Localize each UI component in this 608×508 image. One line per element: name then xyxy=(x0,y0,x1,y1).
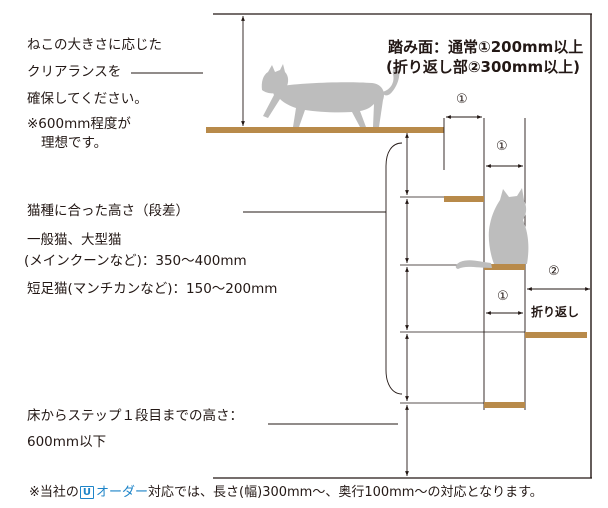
first-step-line1: 床からステップ１段目までの高さ： xyxy=(27,408,243,424)
height-general: 一般猫、大型猫 xyxy=(27,232,122,248)
step-shelf-1 xyxy=(444,196,484,202)
footnote-accent: オーダー xyxy=(96,485,149,500)
step-shelf-4 xyxy=(484,402,525,408)
walking-cat-icon xyxy=(261,64,400,127)
sitting-cat-icon xyxy=(455,188,529,269)
turn-label: 折り返し xyxy=(529,305,582,319)
marker-normal-1: ① xyxy=(456,92,468,107)
height-title: 猫種に合った高さ（段差） xyxy=(27,203,189,219)
clearance-note-line2: クリアランスを xyxy=(27,64,122,80)
u-order-badge: U xyxy=(79,486,95,499)
footnote-prefix: ※当社の xyxy=(29,485,79,500)
height-shortleg: 短足猫(マンチカンなど)：150〜200mm xyxy=(27,281,278,297)
tread-spec-line1: 踏み面：通常①200mm以上 xyxy=(388,38,584,56)
top-shelf xyxy=(206,127,444,133)
marker-normal-2: ① xyxy=(496,139,508,154)
ideal-note-line1: ※600mm程度が xyxy=(27,116,131,132)
tread-spec-line2: (折り返し部②300mm以上) xyxy=(386,58,580,76)
marker-turn: ② xyxy=(548,264,560,279)
height-bracket xyxy=(385,142,403,395)
clearance-note-line1: ねこの大きさに応じた xyxy=(27,37,162,53)
height-large: (メインクーンなど)：350〜400mm xyxy=(24,253,247,269)
footnote-suffix: 対応では、長さ(幅)300mm〜、奥行100mm〜の対応となります。 xyxy=(148,485,543,500)
clearance-note-line3: 確保してください。 xyxy=(27,91,148,107)
ideal-note-line2: 理想です。 xyxy=(41,135,108,151)
first-step-line2: 600mm以下 xyxy=(27,434,107,450)
marker-normal-3: ① xyxy=(497,289,509,304)
step-shelf-3 xyxy=(525,332,587,338)
step-shelf-2 xyxy=(484,264,525,270)
